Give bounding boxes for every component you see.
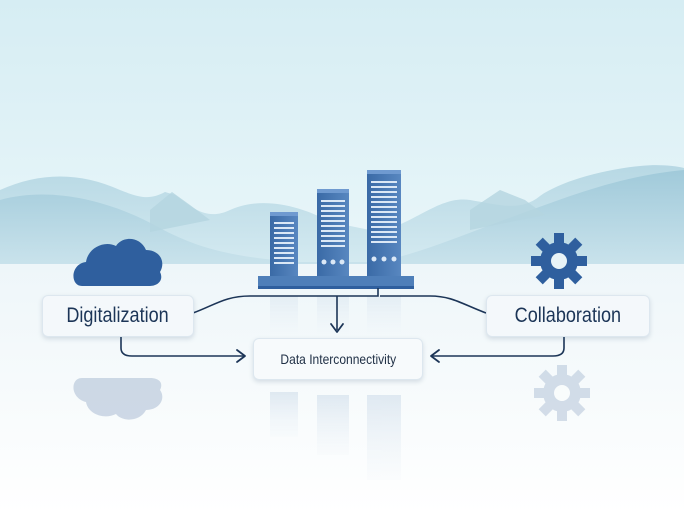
mountain-peak-left <box>150 192 210 232</box>
data-interconnectivity-label: Data Interconnectivity <box>280 351 396 367</box>
arrow-collaboration-to-data <box>432 336 565 357</box>
cloud-reflection <box>73 378 163 420</box>
arrowhead-left <box>430 349 440 363</box>
server-reflection <box>270 296 401 480</box>
connector-lines <box>120 288 565 357</box>
cloud-icon <box>73 238 163 286</box>
mountain-range-front <box>0 170 684 282</box>
digitalization-node: Digitalization <box>42 295 194 337</box>
collaboration-node: Collaboration <box>486 295 650 337</box>
server-icon <box>270 170 401 276</box>
connector-digitalization-to-hub <box>192 288 379 314</box>
arrowheads <box>236 323 440 363</box>
server-platform <box>258 276 414 289</box>
arrowhead-right <box>236 349 246 363</box>
gear-icon <box>531 233 587 289</box>
arrowhead-down <box>330 323 344 333</box>
digitalization-label: Digitalization <box>66 304 170 327</box>
connector-collaboration-to-hub <box>380 295 487 314</box>
collaboration-label: Collaboration <box>514 304 622 327</box>
arrow-digitalization-to-data <box>120 336 244 357</box>
mountain-peak-right <box>470 190 545 230</box>
gear-reflection <box>534 365 590 421</box>
data-interconnectivity-node: Data Interconnectivity <box>253 338 423 380</box>
